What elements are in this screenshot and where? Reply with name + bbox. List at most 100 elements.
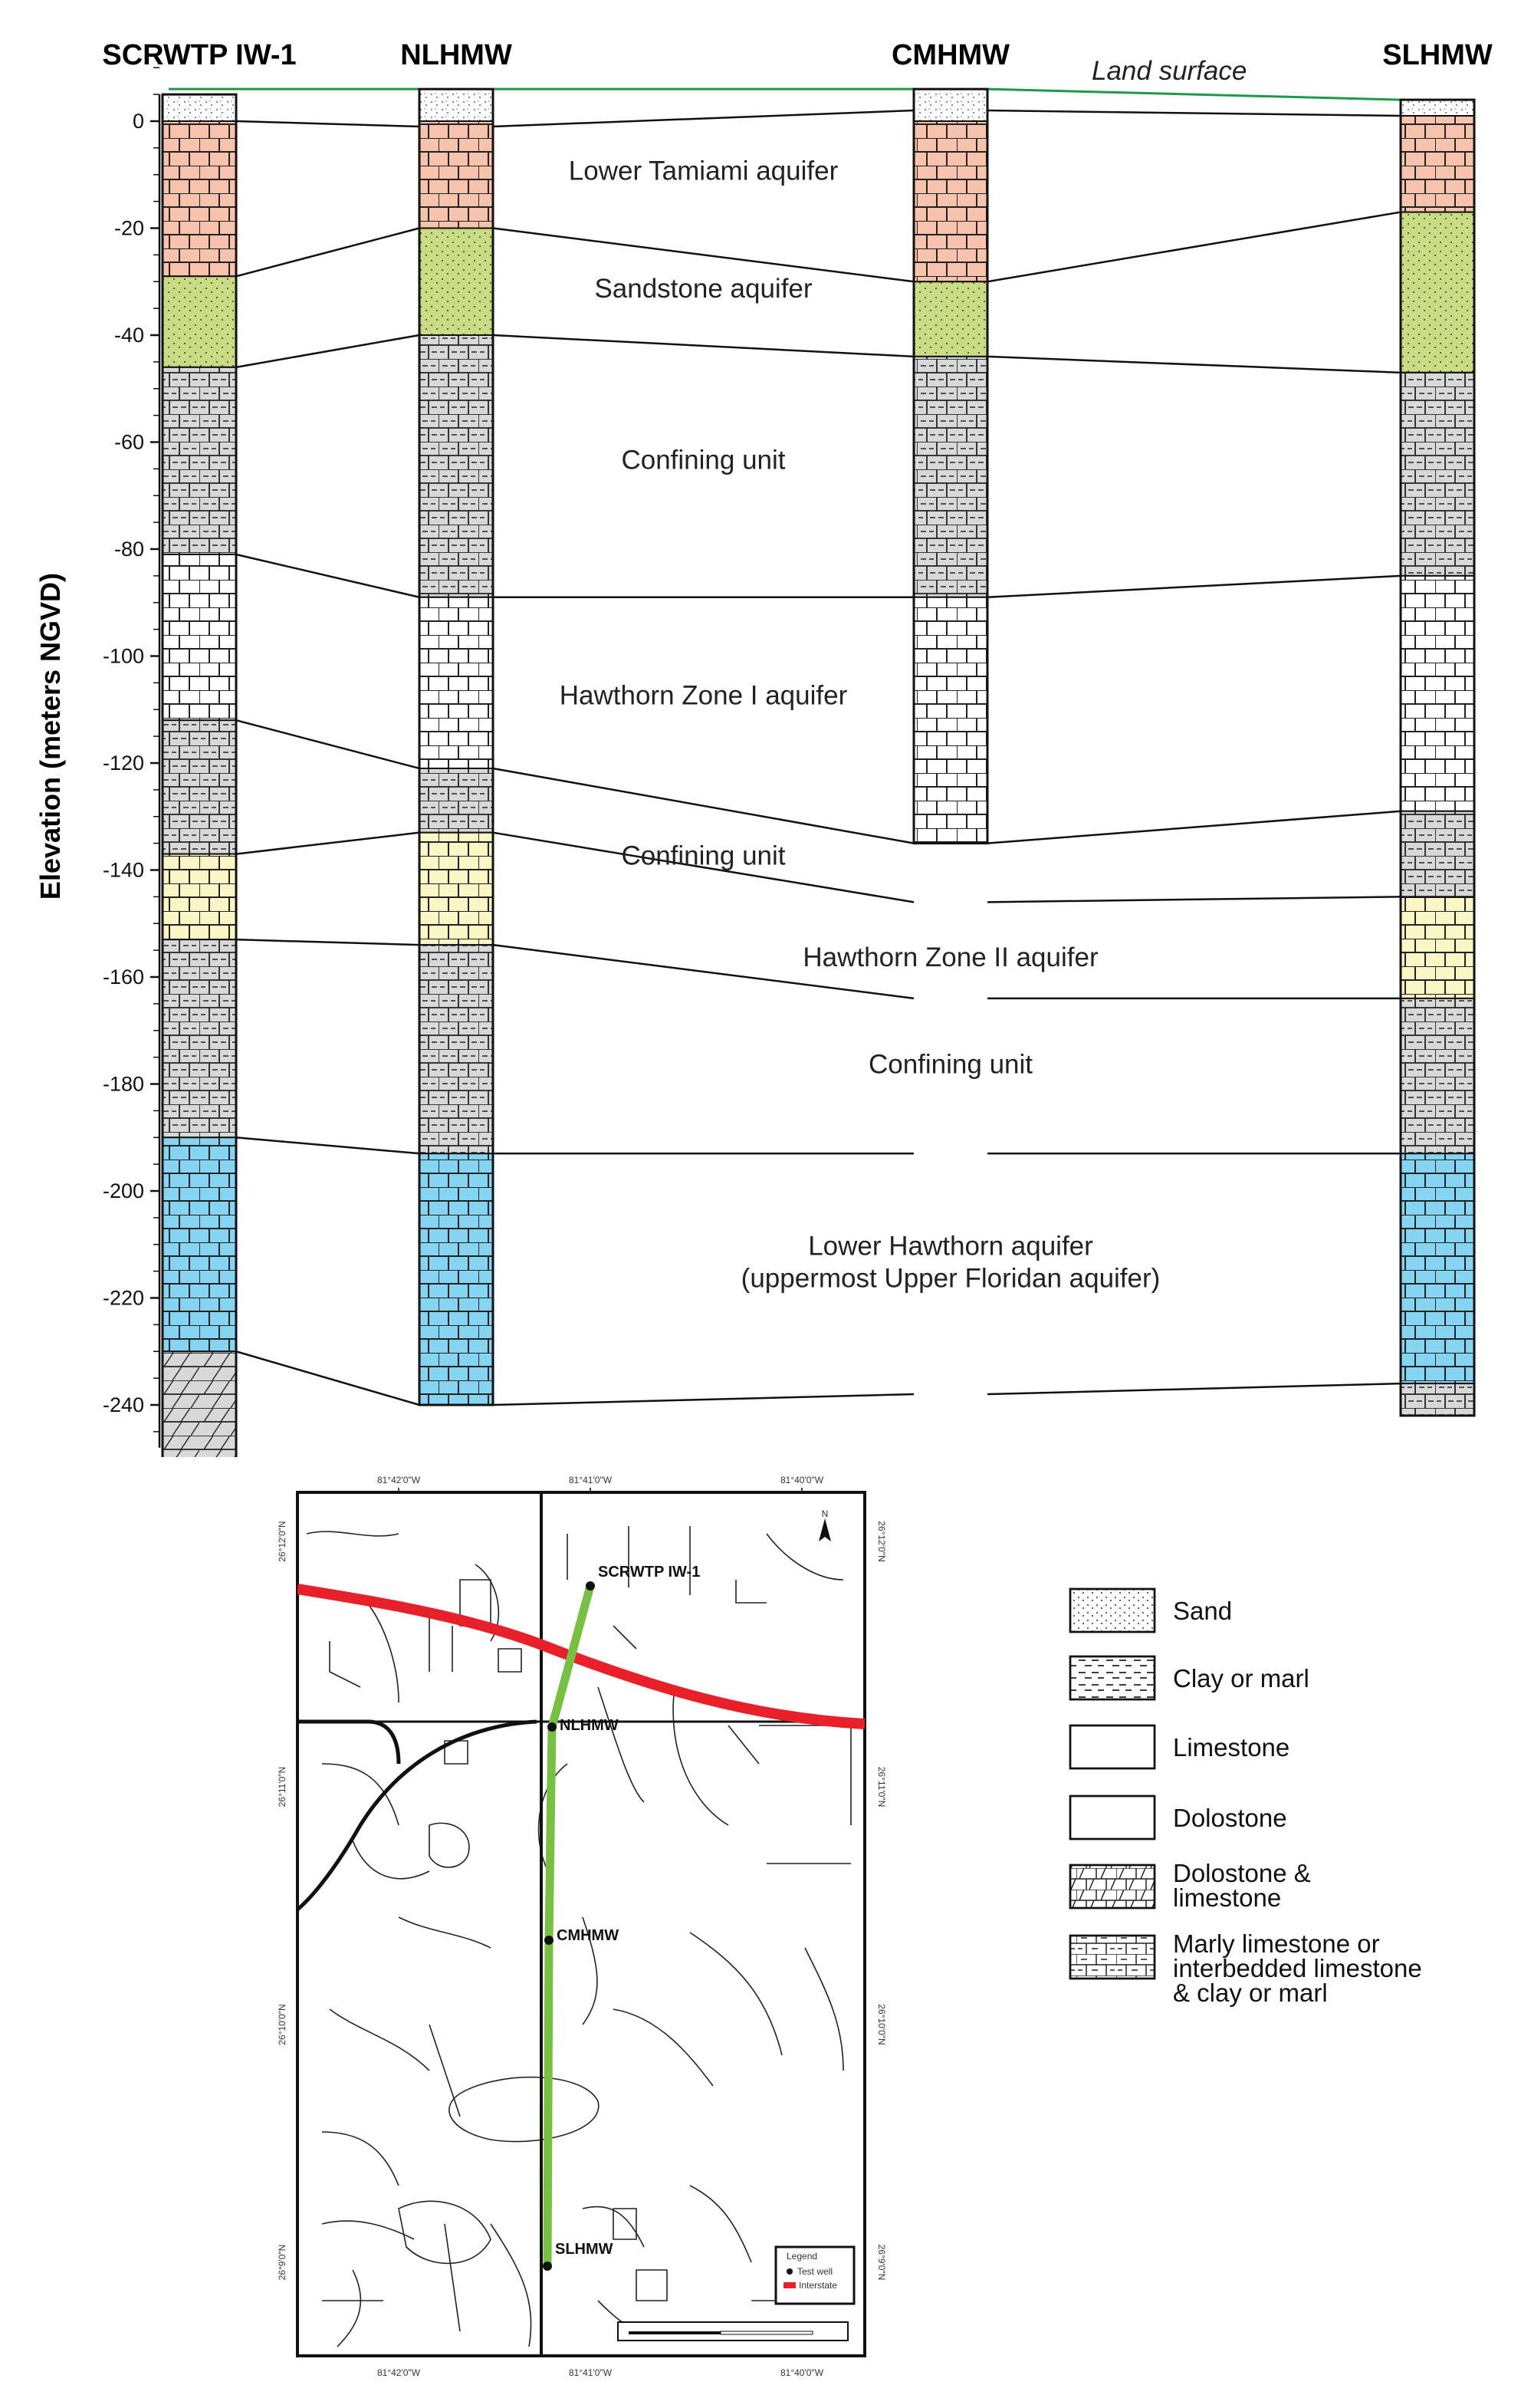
legend-label: Sand	[1173, 1597, 1232, 1625]
major-road	[297, 1719, 401, 1765]
longitude-label: 81°40'0"W	[780, 1475, 824, 1485]
street	[689, 1932, 783, 2056]
well-title: NLHMW	[400, 39, 512, 71]
hydro-unit-label: (uppermost Upper Floridan aquifer)	[741, 1264, 1161, 1294]
lithology-pattern	[1400, 574, 1475, 812]
street	[728, 1725, 760, 1765]
longitude-label: 81°41'0"W	[569, 2367, 613, 2378]
map-well-label: CMHMW	[557, 1927, 619, 1944]
legend-swatch	[1069, 1587, 1156, 1633]
well-title: SLHMW	[1382, 39, 1493, 71]
legend-item-limestone: Limestone	[1069, 1724, 1289, 1770]
longitude-label: 81°42'0"W	[377, 2367, 421, 2378]
correlation-line	[235, 334, 420, 369]
y-tick-label: -80	[114, 538, 144, 561]
correlation-line	[492, 831, 915, 903]
legend-label: Limestone	[1173, 1733, 1289, 1762]
street	[429, 2024, 461, 2117]
y-tick-label: -200	[103, 1179, 144, 1202]
correlation-line	[235, 227, 420, 278]
correlation-line	[492, 1393, 915, 1406]
map-legend-item: Test well	[797, 2266, 833, 2277]
street	[597, 1686, 645, 1803]
street	[321, 1763, 399, 1826]
well-column: SLHMW	[1382, 39, 1493, 1417]
map-frame	[296, 1491, 866, 2357]
correlation-line	[987, 896, 1401, 903]
street	[398, 1916, 491, 1949]
well-marker	[543, 2262, 552, 2271]
land-surface-label: Land surface	[1092, 56, 1247, 86]
map-feature	[636, 2269, 668, 2301]
y-tick-label: -160	[103, 966, 144, 989]
well-outline	[418, 87, 494, 1406]
y-tick-label: -60	[114, 431, 144, 454]
legend-item-sand: Sand	[1069, 1587, 1232, 1633]
y-tick-label: -240	[103, 1393, 144, 1416]
well-column: CMHMW	[892, 39, 1010, 845]
legend-label: Dolostone &	[1173, 1859, 1311, 1887]
well-marker	[544, 1936, 554, 1945]
correlation-line	[987, 355, 1401, 374]
lithology-pattern	[419, 944, 494, 1155]
cross-section-diagram: 0-20-40-60-80-100-120-140-160-180-200-22…	[34, 39, 1493, 1457]
well-column: SCRWTP IW-1	[102, 39, 297, 1457]
y-tick-label: -120	[103, 752, 144, 775]
correlation-line	[492, 767, 915, 844]
street	[804, 1947, 844, 2071]
street	[321, 2131, 399, 2186]
latitude-label: 26°11'0"N	[876, 1767, 887, 1808]
north-label: N	[822, 1508, 829, 1519]
land-surface-line	[987, 87, 1401, 101]
well-title: SCRWTP IW-1	[102, 39, 296, 71]
longitude-label: 81°41'0"W	[569, 1475, 613, 1485]
lithology-pattern	[419, 1153, 494, 1406]
legend-swatch	[1069, 1934, 1156, 1980]
latitude-label: 26°10'0"N	[876, 2004, 887, 2044]
correlation-line	[492, 109, 915, 128]
y-tick-label: 0	[133, 110, 144, 133]
street	[537, 1763, 568, 1880]
y-tick-label: -140	[103, 859, 144, 882]
well-marker	[547, 1722, 557, 1732]
legend-item-dololime: Dolostone &limestone	[1069, 1859, 1311, 1912]
map-feature	[398, 2200, 491, 2265]
lithology-pattern	[162, 553, 237, 722]
map-legend-title: Legend	[787, 2251, 817, 2262]
legend-label: Dolostone	[1173, 1804, 1287, 1832]
map-feature	[444, 1740, 468, 1765]
correlation-line	[235, 1137, 420, 1155]
latitude-label: 26°11'0"N	[277, 1767, 287, 1808]
hydro-unit-label: Lower Hawthorn aquifer	[808, 1232, 1093, 1262]
correlation-line	[987, 810, 1401, 844]
street	[352, 1840, 430, 1880]
latitude-label: 26°9'0"N	[876, 2245, 887, 2281]
map-feature	[613, 2208, 637, 2240]
street	[329, 1641, 361, 1688]
well-outline	[1399, 98, 1476, 1417]
street	[444, 2223, 461, 2332]
map-well-label: SCRWTP IW-1	[598, 1564, 700, 1581]
lithology-pattern	[419, 767, 494, 834]
map-feature	[448, 2076, 600, 2143]
y-tick-label: -180	[103, 1073, 144, 1096]
correlation-line	[987, 109, 1401, 117]
street	[766, 1533, 844, 1581]
lithology-pattern	[162, 94, 237, 122]
hydro-unit-label: Lower Tamiami aquifer	[569, 156, 839, 186]
latitude-label: 26°10'0"N	[277, 2004, 287, 2044]
interstate-line	[297, 1584, 865, 1729]
correlation-line	[235, 120, 420, 128]
scale-bar	[617, 2321, 849, 2341]
street	[337, 2269, 362, 2347]
y-tick-label: -100	[103, 645, 144, 668]
latitude-label: 26°12'0"N	[876, 1521, 887, 1561]
correlation-line	[987, 574, 1401, 599]
y-axis-title: Elevation (meters NGVD)	[34, 573, 66, 900]
hydro-unit-label: Hawthorn Zone I aquifer	[560, 680, 848, 710]
correlation-line	[492, 334, 915, 358]
street	[689, 2185, 752, 2263]
